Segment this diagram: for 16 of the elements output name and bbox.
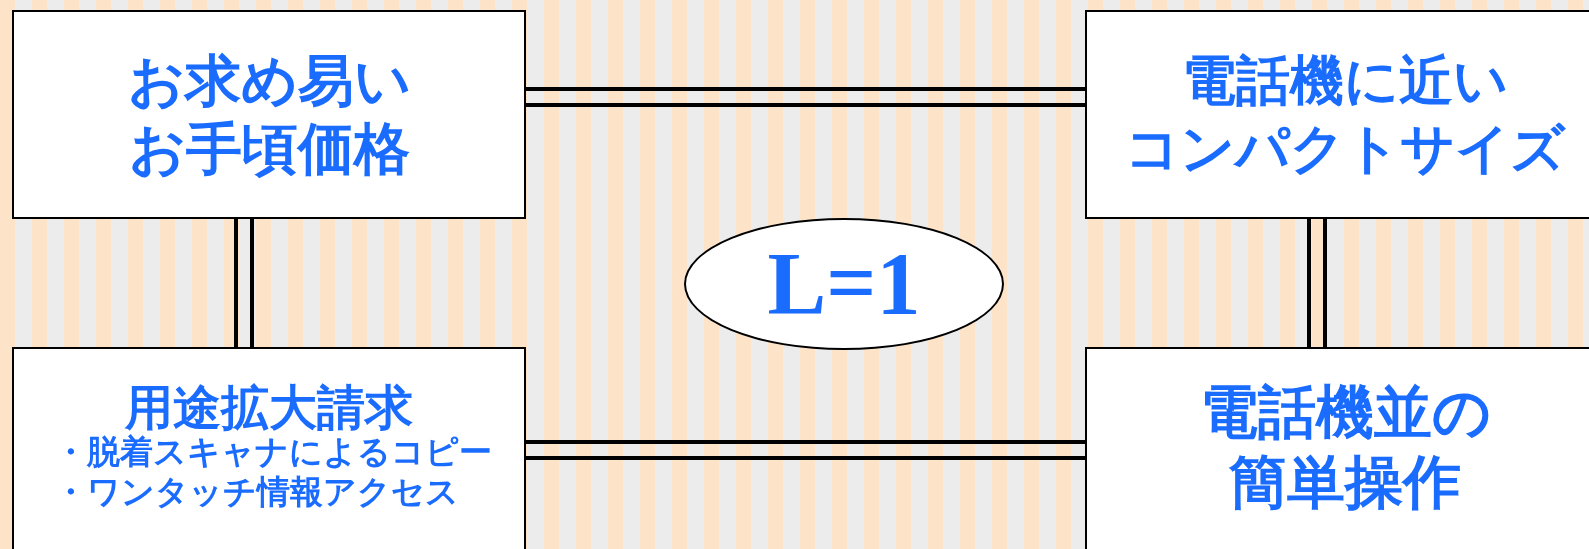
box-heading: 用途拡大請求 <box>125 382 413 432</box>
text-box <box>1085 347 1589 549</box>
bullet-text: コンパクトサイズ <box>1125 115 1565 182</box>
text-box <box>12 347 526 549</box>
bullet-text: 簡単操作 <box>1229 447 1461 517</box>
double-line-connector <box>234 217 254 349</box>
box-heading: お求め易い <box>127 46 411 115</box>
bullet-text: お手頃価格 <box>128 114 410 183</box>
text-box <box>12 10 526 219</box>
bullet-text: ・脱着スキャナによるコピー <box>54 432 492 472</box>
box-heading: 電話機並の <box>1199 377 1491 447</box>
double-line-connector <box>1307 217 1327 349</box>
text-box <box>1085 10 1589 219</box>
bullet-text: ・ワンタッチ情報アクセス <box>54 472 459 512</box>
box-heading: 電話機に近い <box>1182 47 1508 114</box>
box-heading: L=1 <box>767 238 921 330</box>
